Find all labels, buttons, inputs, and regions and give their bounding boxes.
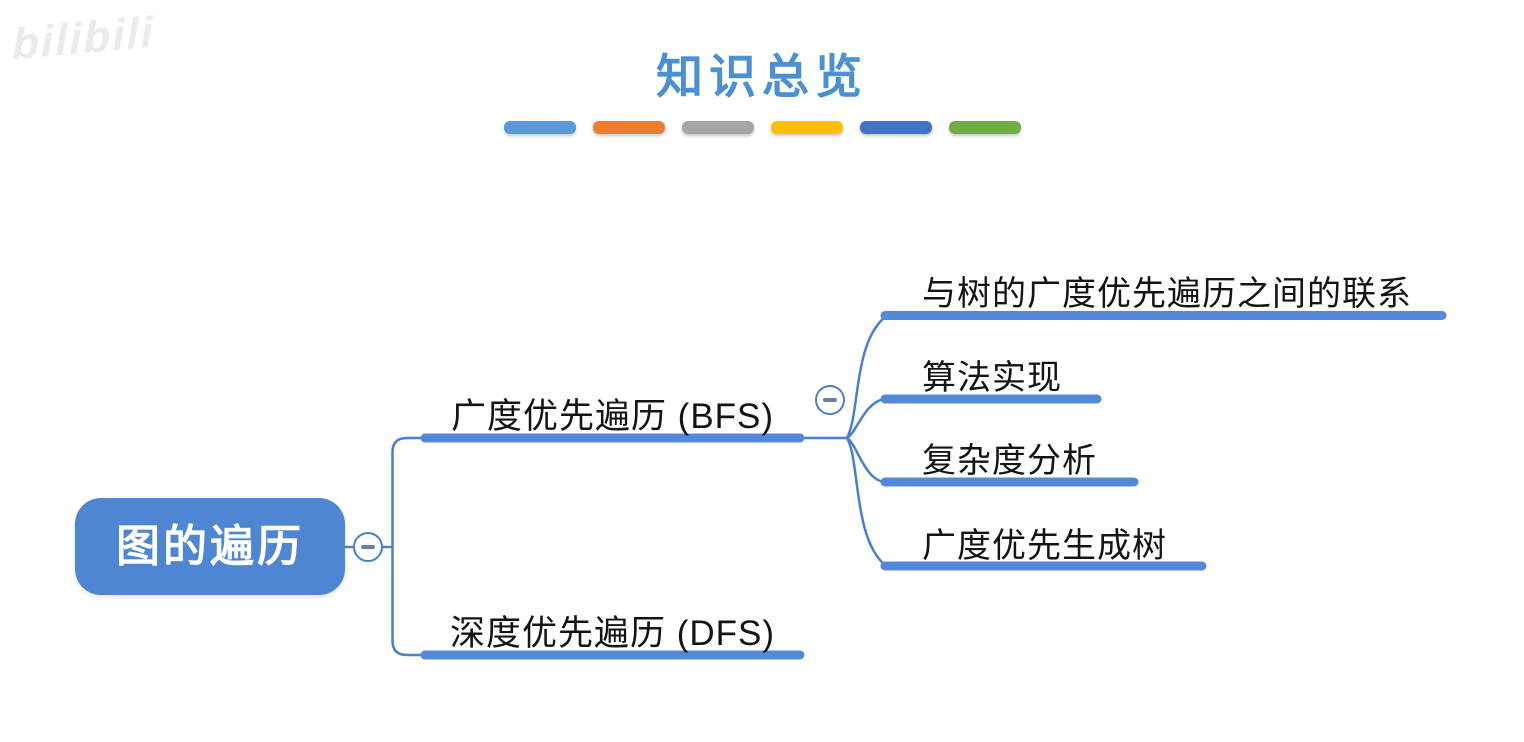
- divider-dash-blue: [503, 121, 576, 134]
- connector-root-bracket: [391, 436, 422, 657]
- collapse-button-root[interactable]: [353, 532, 383, 562]
- connector-fan-child-1: [845, 316, 886, 439]
- divider-dash-darkblue: [859, 121, 932, 134]
- divider-dash-yellow: [770, 121, 843, 134]
- minus-icon: [361, 545, 375, 549]
- child-node-bfs-relation[interactable]: 与树的广度优先遍历之间的联系: [922, 275, 1412, 313]
- child-node-spanning-tree[interactable]: 广度优先生成树: [922, 527, 1167, 565]
- child-node-complexity[interactable]: 复杂度分析: [922, 442, 1097, 480]
- connector-fan-child-3: [846, 436, 885, 484]
- collapse-button-bfs[interactable]: [815, 385, 845, 415]
- connector-fan-child-4: [845, 437, 886, 566]
- child-node-algorithm[interactable]: 算法实现: [922, 359, 1062, 397]
- branch-node-bfs[interactable]: 广度优先遍历 (BFS): [450, 397, 775, 436]
- connector-fan-child-2: [846, 397, 885, 440]
- title-divider: [0, 121, 1524, 134]
- page-title: 知识总览: [656, 50, 868, 103]
- divider-dash-green: [948, 121, 1021, 134]
- root-node[interactable]: 图的遍历: [75, 498, 345, 595]
- divider-dash-orange: [592, 121, 665, 134]
- minus-icon: [823, 398, 837, 402]
- divider-dash-gray: [681, 121, 754, 134]
- branch-node-dfs[interactable]: 深度优先遍历 (DFS): [449, 614, 776, 653]
